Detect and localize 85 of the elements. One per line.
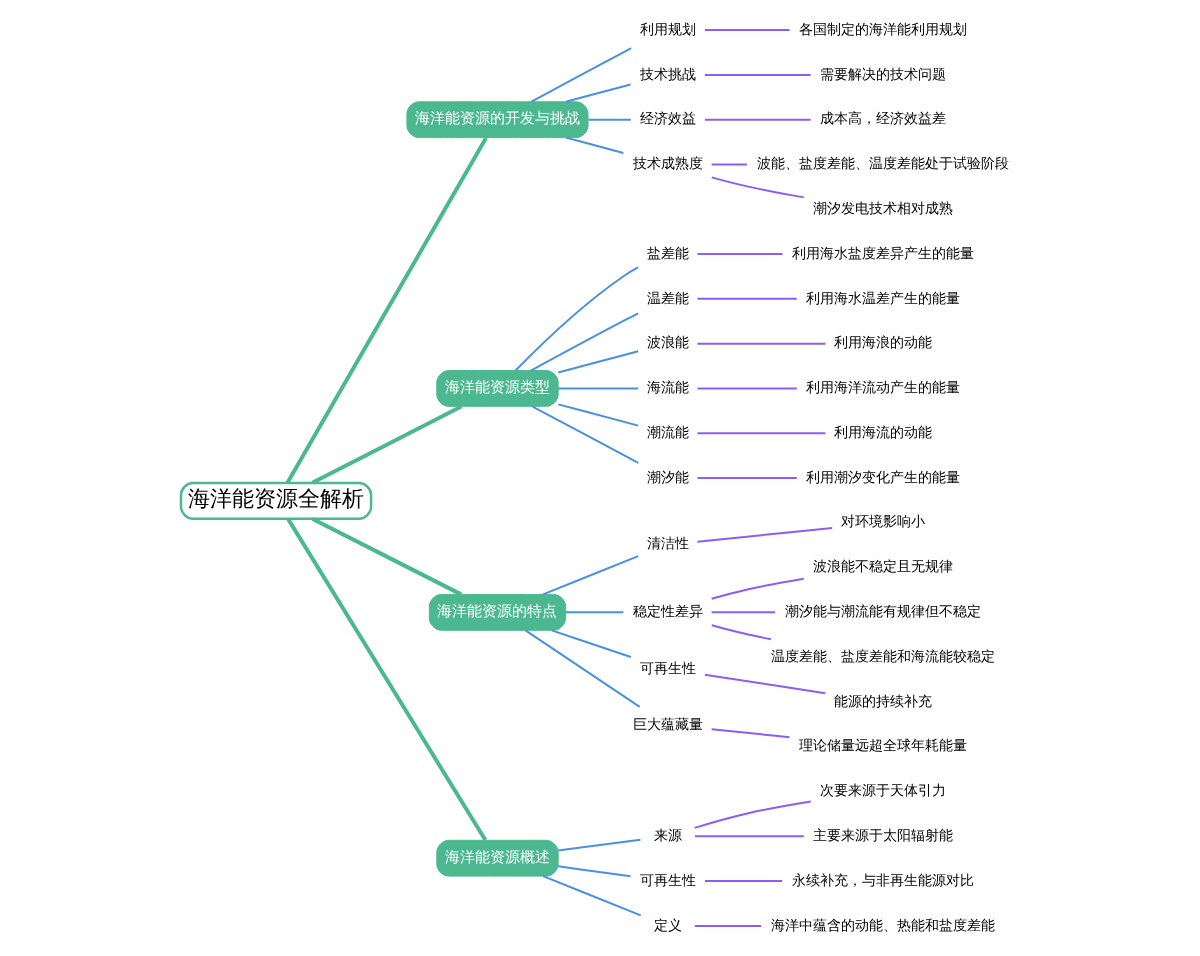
- connector: [542, 875, 642, 917]
- connector: [311, 404, 463, 485]
- node-text: 利用潮汐变化产生的能量: [806, 468, 961, 485]
- node-text: 潮流能: [646, 423, 689, 440]
- node-box: 海洋能资源的开发与挑战: [406, 101, 589, 139]
- connector: [710, 611, 777, 614]
- node-text: 盐差能: [646, 244, 689, 261]
- node-text: 波浪能: [646, 334, 689, 351]
- connector: [710, 728, 791, 739]
- node-text: 潮汐能与潮流能有规律但不稳定: [785, 603, 982, 620]
- connector: [530, 312, 640, 372]
- connector: [696, 253, 784, 256]
- connector: [587, 118, 632, 121]
- connector: [696, 432, 827, 435]
- connector: [703, 673, 827, 695]
- node-box: 海洋能资源类型: [436, 370, 559, 407]
- connector: [542, 555, 640, 596]
- connector: [696, 387, 798, 390]
- node-text: 定义: [653, 916, 682, 933]
- node-text: 海洋中蕴含的动能、热能和盐度差能: [771, 916, 996, 933]
- connector: [693, 924, 763, 927]
- connector: [693, 800, 812, 829]
- connector: [285, 136, 488, 484]
- node-text: 能源的持续补充: [834, 692, 933, 709]
- connector: [286, 518, 487, 842]
- connector: [564, 611, 625, 614]
- connector: [703, 73, 812, 76]
- node-text: 利用海流的动能: [834, 423, 933, 440]
- node-text: 来源: [653, 826, 682, 843]
- node-text: 对环境影响小: [841, 513, 926, 530]
- node-text: 波浪能不稳定且无规律: [813, 558, 954, 575]
- connector: [564, 83, 632, 103]
- node-text: 需要解决的技术问题: [820, 65, 947, 82]
- connector: [557, 838, 642, 852]
- node-text: 技术挑战: [639, 65, 696, 82]
- connector: [557, 350, 640, 374]
- node-text: 潮汐发电技术相对成熟: [813, 199, 954, 216]
- node-text: 利用海水温差产生的能量: [806, 289, 961, 306]
- connector: [710, 577, 805, 600]
- node-text: 可再生性: [639, 659, 696, 676]
- connector: [557, 403, 640, 427]
- connector: [703, 29, 791, 32]
- connector: [530, 47, 633, 103]
- connector: [514, 266, 639, 372]
- node-text: 利用海洋流动产生的能量: [806, 379, 961, 396]
- connector: [564, 136, 625, 154]
- node-text: 各国制定的海洋能利用规划: [799, 20, 968, 37]
- node-text: 技术成熟度: [632, 155, 703, 172]
- connector: [311, 517, 463, 597]
- node-text: 温度差能、盐度差能和海流能较稳定: [771, 647, 996, 664]
- connector: [710, 163, 749, 166]
- node-text: 稳定性差异: [632, 603, 703, 620]
- connector: [696, 526, 834, 543]
- connector: [693, 835, 805, 838]
- connector: [696, 477, 798, 479]
- node-box: 海洋能资源全解析: [179, 481, 373, 521]
- connector: [524, 629, 641, 708]
- node-text: 可再生性: [639, 871, 696, 888]
- node-box: 海洋能资源概述: [436, 839, 559, 877]
- connector: [531, 405, 640, 464]
- node-text: 永续补充，与非再生能源对比: [792, 871, 975, 888]
- connector: [550, 629, 632, 658]
- node-text: 潮汐能: [646, 468, 689, 485]
- connector: [710, 624, 772, 641]
- node-text: 清洁性: [646, 535, 689, 552]
- connector: [557, 865, 632, 878]
- connector: [557, 387, 640, 390]
- node-text: 波能、盐度差能、温度差能处于试验阶段: [757, 155, 1010, 172]
- connector: [696, 342, 827, 345]
- connector: [703, 118, 812, 121]
- node-text: 利用规划: [639, 20, 696, 37]
- node-text: 海流能: [646, 379, 689, 396]
- node-text: 成本高，经济效益差: [820, 110, 947, 127]
- node-text: 次要来源于天体引力: [820, 782, 947, 799]
- node-text: 经济效益: [639, 110, 696, 127]
- node-text: 主要来源于太阳辐射能: [813, 826, 954, 843]
- node-text: 利用海水盐度差异产生的能量: [792, 244, 975, 261]
- connector: [710, 176, 805, 199]
- connector: [696, 297, 798, 300]
- node-text: 巨大蕴藏量: [632, 715, 703, 732]
- node-box: 海洋能资源的特点: [428, 593, 567, 631]
- node-text: 理论储量远超全球年耗能量: [799, 737, 968, 754]
- node-text: 温差能: [646, 289, 689, 306]
- node-text: 利用海浪的动能: [834, 334, 933, 351]
- connector: [703, 880, 784, 883]
